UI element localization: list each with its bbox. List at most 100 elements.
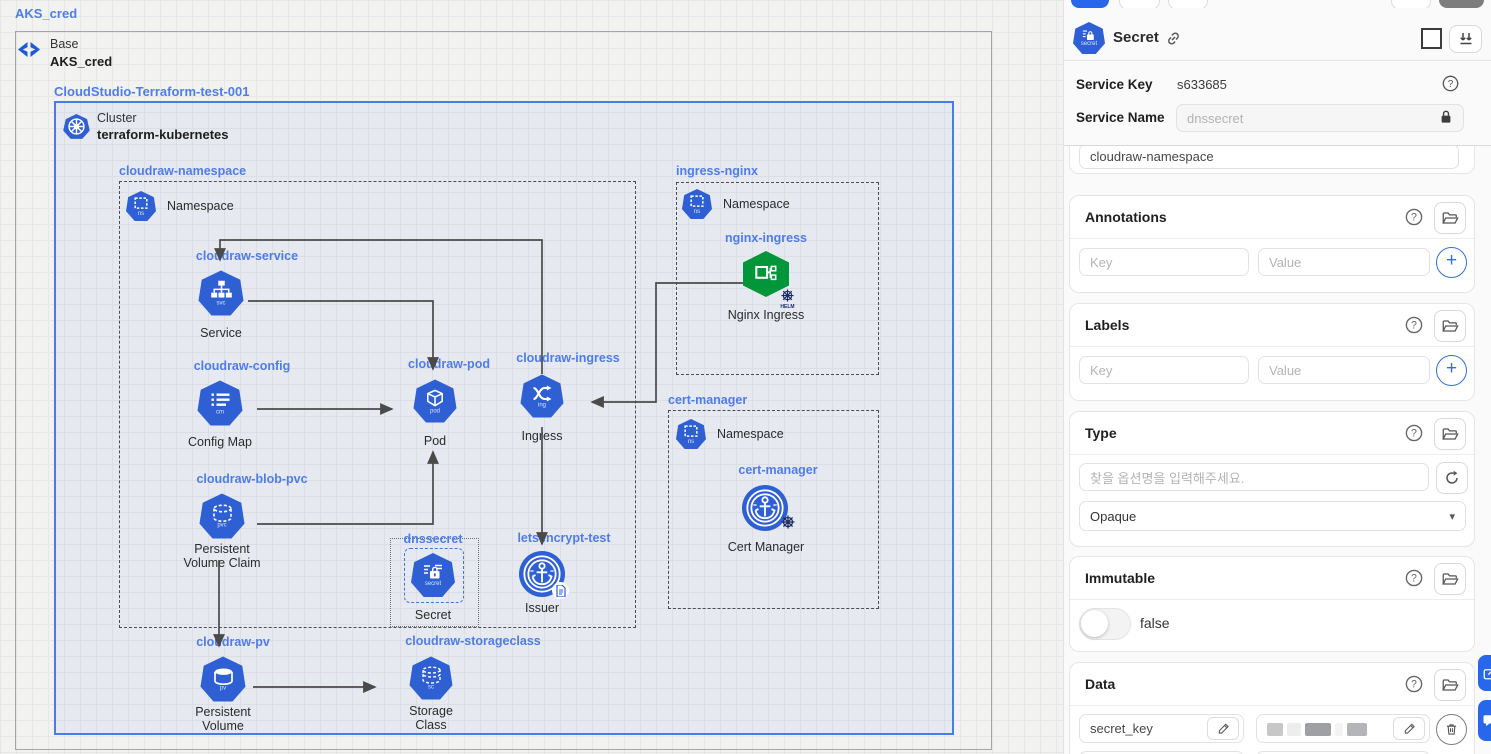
resource-label-cloudraw-storageclass: cloudraw-storageclass [405,634,541,648]
node-label-cert-manager: Cert Manager [727,540,805,554]
data-value-input[interactable] [1256,714,1430,743]
issuer-icon[interactable] [519,551,569,599]
group-box-cert-manager[interactable] [668,410,879,609]
data-section-card: Data ? secret_key [1069,662,1475,754]
top-tab-primary-button[interactable] [1071,0,1109,8]
group-label-cloudraw-namespace: cloudraw-namespace [119,164,247,178]
cert-manager-icon[interactable] [742,485,795,531]
add-annotation-button[interactable]: + [1436,247,1467,278]
node-namespace-cloudraw[interactable]: ns Namespace [126,191,234,221]
refresh-icon[interactable] [1436,462,1468,494]
chat-floating-button[interactable] [1478,700,1491,741]
properties-panel: secret Secret Service Key s633685 ? Serv… [1063,0,1491,754]
type-title: Type [1085,425,1117,441]
node-label-pod: Pod [423,434,447,448]
folder-open-icon[interactable] [1434,418,1466,450]
base-provider-icon[interactable] [14,37,44,67]
labels-value-input[interactable]: Value [1258,356,1430,384]
labels-title: Labels [1085,317,1130,333]
type-select[interactable]: Opaque ▾ [1079,501,1466,531]
config-map-icon[interactable]: cm [197,380,243,426]
persistent-volume-claim-icon[interactable]: pvc [199,493,245,539]
base-group-box [15,31,992,750]
helm-overlay-icon [780,514,796,535]
persistent-volume-icon[interactable]: pv [200,656,246,702]
group-box-ingress-nginx[interactable] [676,182,879,375]
help-icon[interactable]: ? [1405,569,1423,592]
secret-node-icon[interactable]: secret [411,553,455,597]
add-label-button[interactable]: + [1436,355,1467,386]
nginx-ingress-icon[interactable] [743,251,789,297]
frame-select-button[interactable] [1421,28,1442,49]
annotations-value-input[interactable]: Value [1258,248,1430,276]
resource-label-dnssecret: dnssecret [403,532,463,546]
resource-label-cloudraw-blob-pvc: cloudraw-blob-pvc [196,472,308,486]
help-icon[interactable]: ? [1405,208,1423,231]
folder-open-icon[interactable] [1434,563,1466,595]
data-key-input[interactable]: secret_key [1079,714,1244,743]
labels-section-card: Labels ? Key Value + [1069,303,1475,401]
link-icon[interactable] [1165,30,1182,52]
svg-text:?: ? [1448,79,1454,90]
type-search-input[interactable]: 찾을 옵션명을 입력해주세요. [1079,463,1429,491]
service-key-label: Service Key [1076,77,1153,92]
edit-pencil-icon[interactable] [1207,717,1239,740]
resource-label-cloudraw-ingress: cloudraw-ingress [516,351,620,365]
namespace-input[interactable]: cloudraw-namespace [1079,144,1459,169]
help-icon[interactable]: ? [1442,75,1459,97]
group-label-ingress-nginx: ingress-nginx [676,164,758,178]
node-namespace-ingress-nginx[interactable]: ns Namespace [682,189,790,219]
cluster-group-title: CloudStudio-Terraform-test-001 [54,84,250,99]
group-label-cert-manager: cert-manager [668,393,748,407]
folder-open-icon[interactable] [1434,310,1466,342]
namespace-icon: ns [126,191,156,221]
edit-pencil-icon[interactable] [1393,717,1425,740]
service-name-input[interactable]: dnssecret [1176,104,1464,132]
data-title: Data [1085,676,1116,692]
node-label-nginx-ingress: Nginx Ingress [727,308,805,322]
top-action-dark-button[interactable] [1439,0,1484,8]
node-label-ingress: Ingress [521,429,563,443]
annotations-section-card: Annotations ? Key Value + [1069,195,1475,293]
import-button[interactable] [1449,25,1482,53]
base-group-title: AKS_cred [15,6,78,21]
service-name-label: Service Name [1076,110,1165,125]
labels-key-input[interactable]: Key [1079,356,1249,384]
folder-open-icon[interactable] [1434,202,1466,234]
selection-outline [390,538,479,627]
ingress-icon[interactable]: ing [520,374,564,418]
resource-label-cloudraw-config: cloudraw-config [193,359,291,373]
annotations-key-input[interactable]: Key [1079,248,1249,276]
node-label-service: Service [200,326,242,340]
base-node-name: AKS_cred [50,54,113,69]
chevron-down-icon: ▾ [1449,510,1455,523]
resource-label-letsencrypt-test: letsencrypt-test [517,531,611,545]
folder-open-icon[interactable] [1434,669,1466,701]
base-node-type: Base [50,37,79,51]
diagram-canvas[interactable]: AKS_cred Base AKS_cred CloudStudio-Terra… [0,0,1063,754]
node-label-storage-class: Storage Class [409,704,453,733]
kubernetes-cluster-icon[interactable] [63,113,90,140]
svg-text:?: ? [1411,428,1417,440]
immutable-toggle[interactable] [1079,608,1131,640]
group-box-cloudraw-namespace[interactable] [119,181,636,628]
node-label: Namespace [723,197,790,211]
delete-row-trash-icon[interactable] [1436,714,1467,745]
edit-note-floating-button[interactable] [1478,655,1491,691]
node-label-issuer: Issuer [524,601,560,615]
node-label-config-map: Config Map [188,435,252,449]
help-icon[interactable]: ? [1405,316,1423,339]
annotations-title: Annotations [1085,209,1167,225]
svg-text:?: ? [1411,573,1417,585]
node-namespace-cert-manager[interactable]: ns Namespace [676,419,784,449]
immutable-value: false [1140,615,1170,631]
svg-text:?: ? [1411,212,1417,224]
resource-label-nginx-ingress: nginx-ingress [725,231,807,245]
type-section-card: Type ? 찾을 옵션명을 입력해주세요. Opaque ▾ [1069,411,1475,547]
service-key-value: s633685 [1177,77,1227,92]
help-icon[interactable]: ? [1405,424,1423,447]
help-icon[interactable]: ? [1405,675,1423,698]
svg-text:?: ? [1411,679,1417,691]
storage-class-icon[interactable]: sc [409,656,453,700]
pod-icon[interactable]: pod [413,379,457,423]
